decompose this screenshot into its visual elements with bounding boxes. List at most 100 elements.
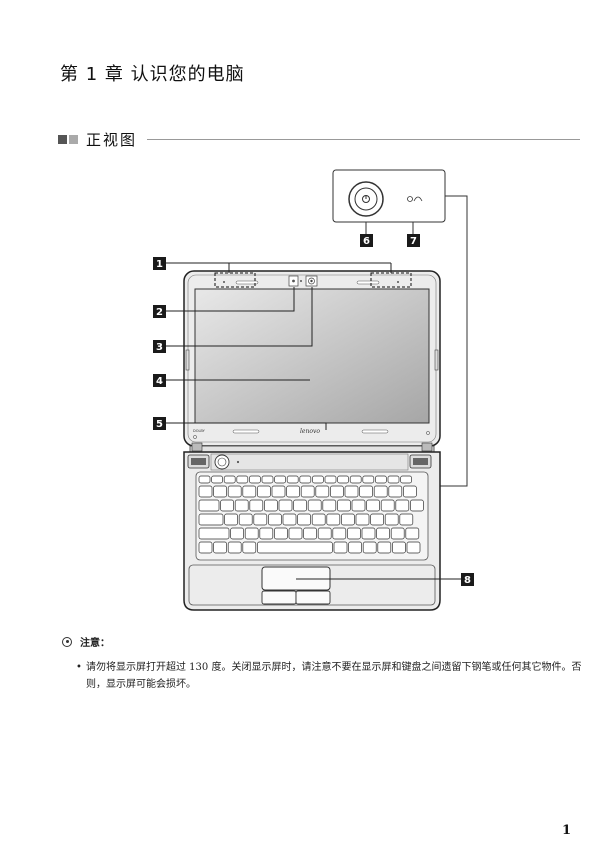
keyboard-key [213,541,227,554]
keyboard-key [261,475,274,484]
keyboard-key [299,475,312,484]
keyboard-key [312,475,324,484]
keyboard-key [249,499,264,512]
power-button-detail-inset [332,169,446,223]
keyboard-key [384,513,399,526]
lenovo-logo: lenovo [300,428,320,435]
keyboard-key [300,485,315,498]
section-marker-dark [58,134,67,144]
keyboard-key [351,499,366,512]
keyboard-key [344,485,359,498]
svg-text:6: 6 [363,236,370,247]
keyboard-key [198,513,224,526]
keyboard-key [324,475,337,484]
callout-7: 7 [407,234,420,247]
keyboard-key [198,485,213,498]
chapter-title: 第 1 章 认识您的电脑 [60,64,245,85]
keyboard-key [333,541,348,554]
svg-text:2: 2 [156,307,163,318]
keyboard-key [392,541,406,554]
keyboard-key [387,475,400,484]
keyboard-key [198,527,230,540]
keyboard-key [400,475,412,484]
keyboard-key [227,485,242,498]
keyboard-key [337,475,349,484]
keyboard-key [297,513,311,526]
svg-text:5: 5 [156,419,163,430]
callout-5: 5 [153,417,166,430]
keyboard-key [264,499,278,512]
keyboard-key [349,475,362,484]
keyboard-key [198,475,211,484]
note-heading: 注意： [80,638,110,649]
callout-1: 1 [153,257,166,270]
keyboard-key [406,541,421,554]
keyboard-key [238,513,253,526]
callout-2: 2 [153,305,166,318]
keyboard-key [224,513,238,526]
keyboard-key [375,475,387,484]
keyboard-key [286,485,300,498]
keyboard-key [244,527,259,540]
keyboard-key [230,527,244,540]
keyboard-key [337,499,351,512]
keyboard-key [271,485,286,498]
keyboard-key [307,499,322,512]
keyboard-key [311,513,326,526]
keyboard-key [332,527,347,540]
note-text: 请勿将显示屏打开超过 130 度。关闭显示屏时，请注意不要在显示屏和键盘之间遗留… [86,662,582,690]
keyboard-key [198,541,213,554]
keyboard-key [330,485,344,498]
keyboard-key [341,513,355,526]
keyboard-key [403,485,417,498]
keyboard-key [326,513,341,526]
keyboard-key [242,541,257,554]
callout-3: 3 [153,340,166,353]
keyboard-key [249,475,261,484]
keyboard-key [278,499,293,512]
keyboard-key [293,499,307,512]
section-divider [147,138,580,140]
keyboard-key [377,541,392,554]
keyboard-key [286,475,299,484]
keyboard-key [322,499,337,512]
keyboard-key [227,541,242,554]
svg-text:8: 8 [464,575,471,586]
keyboard-key [268,513,282,526]
keyboard-key [373,485,388,498]
svg-text:3: 3 [156,342,163,353]
keyboard-key [242,485,257,498]
keyboard-key [223,475,236,484]
callout-6: 6 [360,234,373,247]
note-icon [62,636,72,647]
callout-4: 4 [153,374,166,387]
leader-lines [166,262,461,580]
keyboard-key [347,527,361,540]
keyboard-key [362,541,377,554]
keyboard-key [370,513,384,526]
keyboard-key [388,485,403,498]
keyboard-key [236,475,249,484]
keyboard-key [259,527,274,540]
keyboard [198,475,424,554]
keyboard-key [361,527,376,540]
section-marker-light [69,134,78,144]
keyboard-key [348,541,362,554]
bullet-icon: • [76,662,82,673]
keyboard-key [380,499,395,512]
note-block: 注意： • 请勿将显示屏打开超过 130 度。关闭显示屏时，请注意不要在显示屏和… [62,634,582,693]
keyboard-key [359,485,373,498]
keyboard-key [317,527,332,540]
keyboard-key [362,475,375,484]
keyboard-key [405,527,420,540]
keyboard-key [257,485,271,498]
callout-8: 8 [461,573,474,586]
keyboard-key [253,513,268,526]
section-title: 正视图 [86,130,138,149]
keyboard-key [257,541,333,554]
keyboard-key [274,475,286,484]
keyboard-key [211,475,223,484]
svg-text:1: 1 [156,259,163,270]
page-number: 1 [561,823,571,838]
